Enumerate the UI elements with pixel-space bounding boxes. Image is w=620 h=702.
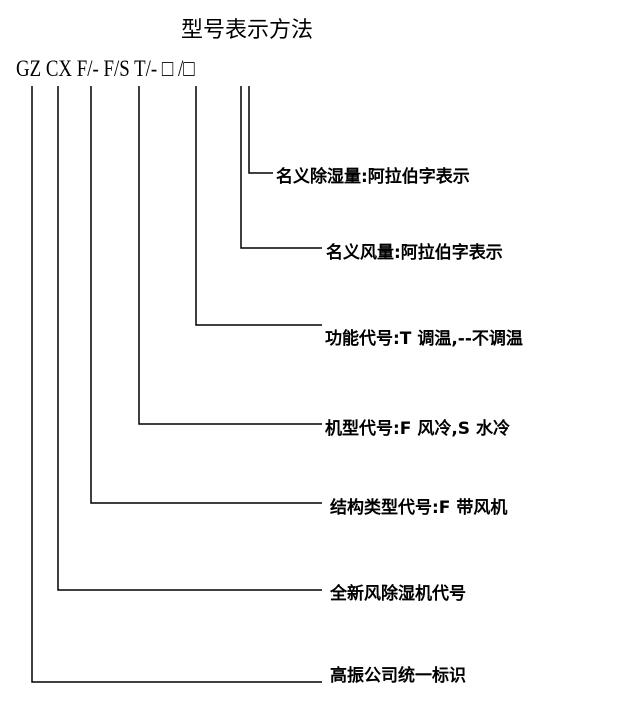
connector-structure xyxy=(90,86,322,504)
model-code: GZ CX F/- F/S T/- □ /□ xyxy=(16,56,195,81)
connector-model-type xyxy=(138,86,322,425)
connector-fresh-air xyxy=(57,86,322,591)
label-airflow: 名义风量:阿拉伯字表示 xyxy=(326,243,503,263)
connector-airflow xyxy=(240,86,322,249)
label-structure: 结构类型代号:F 带风机 xyxy=(330,498,508,518)
connector-company xyxy=(31,86,322,683)
connector-function xyxy=(195,86,322,326)
diagram-title: 型号表示方法 xyxy=(180,18,313,43)
label-fresh-air: 全新风除湿机代号 xyxy=(330,584,466,604)
label-company: 高振公司统一标识 xyxy=(330,666,466,686)
label-function: 功能代号:T 调温,--不调温 xyxy=(325,329,523,349)
label-dehumidification: 名义除湿量:阿拉伯字表示 xyxy=(276,167,470,187)
label-model-type: 机型代号:F 风冷,S 水冷 xyxy=(325,419,510,439)
connector-dehumidification xyxy=(248,86,273,174)
